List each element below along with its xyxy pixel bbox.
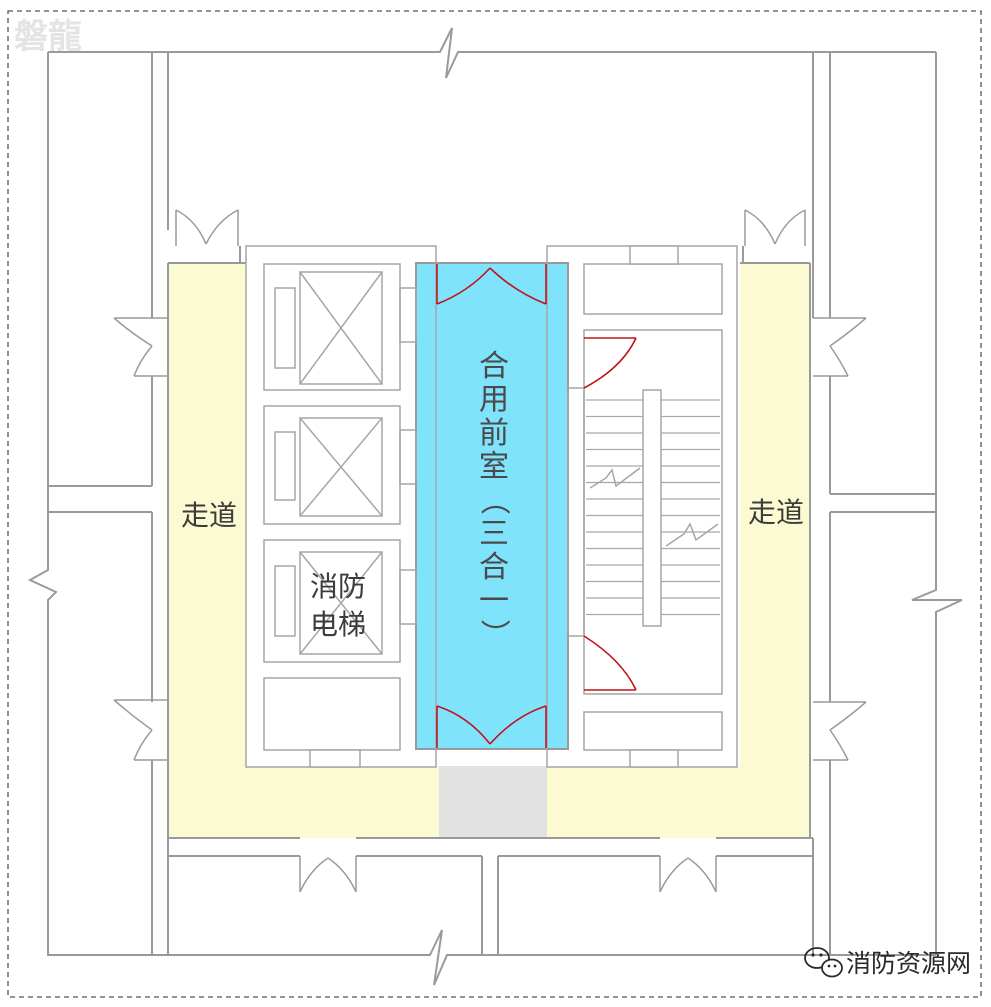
exterior-walls xyxy=(27,27,963,986)
combined-front-room xyxy=(415,262,569,750)
stair-treads xyxy=(586,399,720,616)
lobby-label-char: ） xyxy=(476,619,511,649)
lobby-label-char: （ xyxy=(476,485,511,515)
lobby-label-char: 三 xyxy=(479,517,509,552)
corridor-right-label: 走道 xyxy=(748,496,804,529)
corridor-left-label: 走道 xyxy=(181,499,237,532)
logo-text: 磐龍 xyxy=(14,17,82,57)
elevator-core xyxy=(245,245,437,768)
threshold-area xyxy=(439,766,547,838)
lobby-label-char: 前 xyxy=(479,416,509,451)
interior-walls xyxy=(48,52,936,955)
watermark: 消防资源网 xyxy=(804,947,971,978)
wechat-icon xyxy=(804,947,843,978)
lobby-label-char: 一 xyxy=(479,584,509,619)
lobby-label-char: 合 xyxy=(479,550,509,585)
fire-elevator-label-line2: 电梯 xyxy=(310,608,366,641)
lobby-label-char: 用 xyxy=(479,383,509,418)
lobby-label-char: 室 xyxy=(479,450,509,485)
corridor-doors xyxy=(113,209,867,893)
lobby-label-char: 合 xyxy=(479,349,509,384)
stair-core xyxy=(546,245,738,768)
drawing-border xyxy=(7,10,982,998)
stair-breaklines xyxy=(589,467,719,547)
watermark-text: 消防资源网 xyxy=(846,949,971,978)
fire-elevator-label-line1: 消防 xyxy=(310,570,366,603)
lobby-doors xyxy=(436,264,637,748)
